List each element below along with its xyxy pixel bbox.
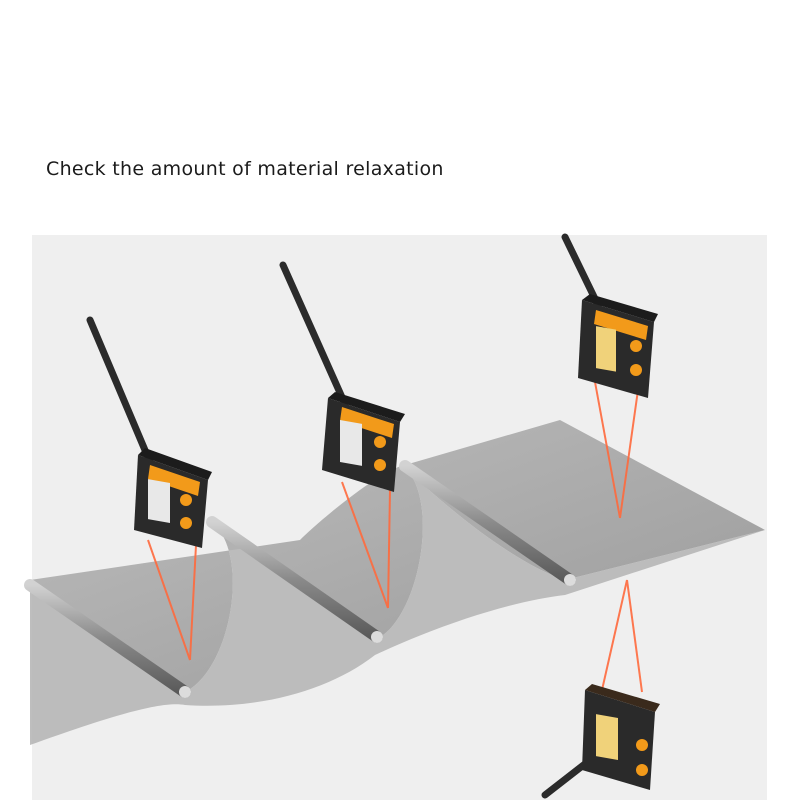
web-material — [30, 420, 765, 692]
laser-sensor-1 — [86, 316, 212, 548]
laser-sensor-3 — [561, 233, 658, 398]
laser-beam-2 — [341, 481, 391, 609]
roller-1 — [24, 579, 191, 698]
caption-title: Check the amount of material relaxation — [46, 158, 444, 180]
laser-sensor-2 — [279, 261, 405, 492]
sensor-cable-icon — [561, 233, 602, 309]
laser-sensor-4 — [541, 684, 660, 799]
sensor-cable-icon — [86, 316, 154, 466]
roller-2 — [206, 516, 383, 643]
sensor-cable-icon — [279, 261, 349, 408]
laser-beam-1 — [147, 539, 197, 661]
laser-beam-4 — [601, 579, 643, 693]
laser-beam-3 — [594, 381, 639, 519]
roller-3 — [399, 460, 576, 586]
web-material-front — [30, 468, 765, 745]
